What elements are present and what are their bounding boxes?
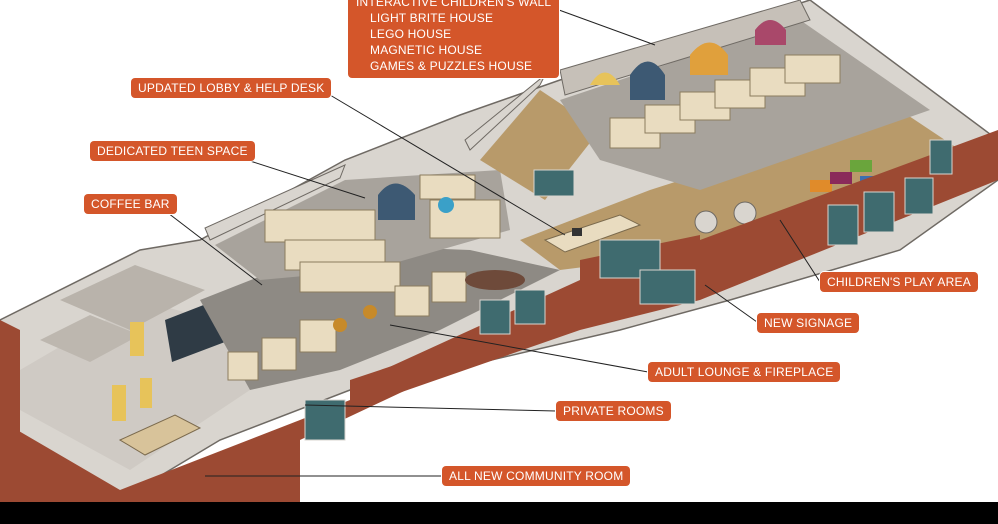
door bbox=[112, 385, 126, 421]
adult-shelf bbox=[394, 285, 430, 317]
label-adult-lounge: ADULT LOUNGE & FIREPLACE bbox=[648, 362, 841, 382]
window bbox=[904, 177, 934, 215]
window bbox=[479, 299, 511, 335]
front-wall-left bbox=[0, 420, 120, 502]
window bbox=[929, 139, 953, 175]
teen-shelf bbox=[264, 209, 376, 243]
house-arch bbox=[755, 20, 786, 45]
private-room-floor bbox=[60, 265, 205, 330]
front-wall-community bbox=[120, 420, 300, 502]
window bbox=[639, 269, 696, 305]
left-end-wall bbox=[0, 320, 20, 440]
label-childrens-play-area: CHILDREN'S PLAY AREA bbox=[820, 272, 978, 292]
childrens-wall bbox=[559, 0, 811, 96]
house-arch bbox=[630, 61, 665, 100]
leader-play-area bbox=[779, 219, 821, 283]
help-desk bbox=[543, 214, 642, 253]
door bbox=[140, 378, 152, 408]
label-light-brite-house: LIGHT BRITE HOUSE bbox=[370, 11, 494, 25]
upper-room-floor bbox=[480, 90, 600, 200]
leader-coffee bbox=[167, 212, 263, 286]
adult-shelf bbox=[261, 337, 297, 371]
adult-shelf bbox=[299, 319, 337, 353]
door bbox=[130, 322, 144, 356]
help-desk-screen bbox=[572, 228, 582, 236]
lobby-floor bbox=[520, 110, 960, 270]
bottom-black-bar bbox=[0, 502, 998, 524]
teen-shelf bbox=[419, 174, 476, 200]
house-arch bbox=[590, 72, 620, 85]
window bbox=[863, 191, 895, 233]
leader-lines bbox=[167, 5, 821, 477]
leader-interactive-wall bbox=[547, 5, 656, 46]
label-games-puzzles-house: GAMES & PUZZLES HOUSE bbox=[370, 59, 533, 73]
leader-signage bbox=[704, 284, 758, 323]
leader-lounge bbox=[389, 324, 649, 373]
lounge-rug bbox=[465, 270, 525, 290]
leader-lobby bbox=[329, 94, 566, 236]
teen-arch bbox=[378, 183, 415, 220]
teen-chair bbox=[438, 197, 454, 213]
leader-teen bbox=[246, 159, 366, 199]
window bbox=[533, 169, 575, 197]
label-interactive-wall: INTERACTIVE CHILDREN'S WALL LIGHT BRITE … bbox=[348, 0, 560, 78]
lounge-chair bbox=[333, 318, 347, 332]
label-coffee-bar: COFFEE BAR bbox=[84, 194, 177, 214]
reading-table bbox=[694, 210, 718, 234]
window bbox=[827, 204, 859, 246]
label-lego-house: LEGO HOUSE bbox=[370, 27, 452, 41]
label-teen-space: DEDICATED TEEN SPACE bbox=[90, 141, 255, 161]
adult-shelf bbox=[431, 271, 467, 303]
teen-shelf bbox=[299, 261, 401, 293]
label-magnetic-house: MAGNETIC HOUSE bbox=[370, 43, 483, 57]
play-block bbox=[810, 180, 832, 192]
conference-table bbox=[118, 414, 202, 456]
office-floor bbox=[40, 315, 140, 362]
label-community-room: ALL NEW COMMUNITY ROOM bbox=[442, 466, 631, 486]
window bbox=[304, 399, 346, 441]
label-new-signage: NEW SIGNAGE bbox=[757, 313, 860, 333]
window bbox=[514, 289, 546, 325]
label-private-rooms: PRIVATE ROOMS bbox=[556, 401, 671, 421]
teen-wall-back bbox=[204, 164, 346, 241]
leader-private-rooms bbox=[304, 404, 557, 412]
house-arch bbox=[690, 42, 728, 75]
lounge-chair bbox=[363, 305, 377, 319]
play-block bbox=[830, 172, 852, 184]
label-lobby-help-desk: UPDATED LOBBY & HELP DESK bbox=[131, 78, 332, 98]
label-interactive-wall-title: INTERACTIVE CHILDREN'S WALL bbox=[356, 0, 552, 9]
play-block bbox=[850, 160, 872, 172]
adult-shelf bbox=[227, 351, 259, 381]
child-shelf bbox=[784, 54, 841, 84]
